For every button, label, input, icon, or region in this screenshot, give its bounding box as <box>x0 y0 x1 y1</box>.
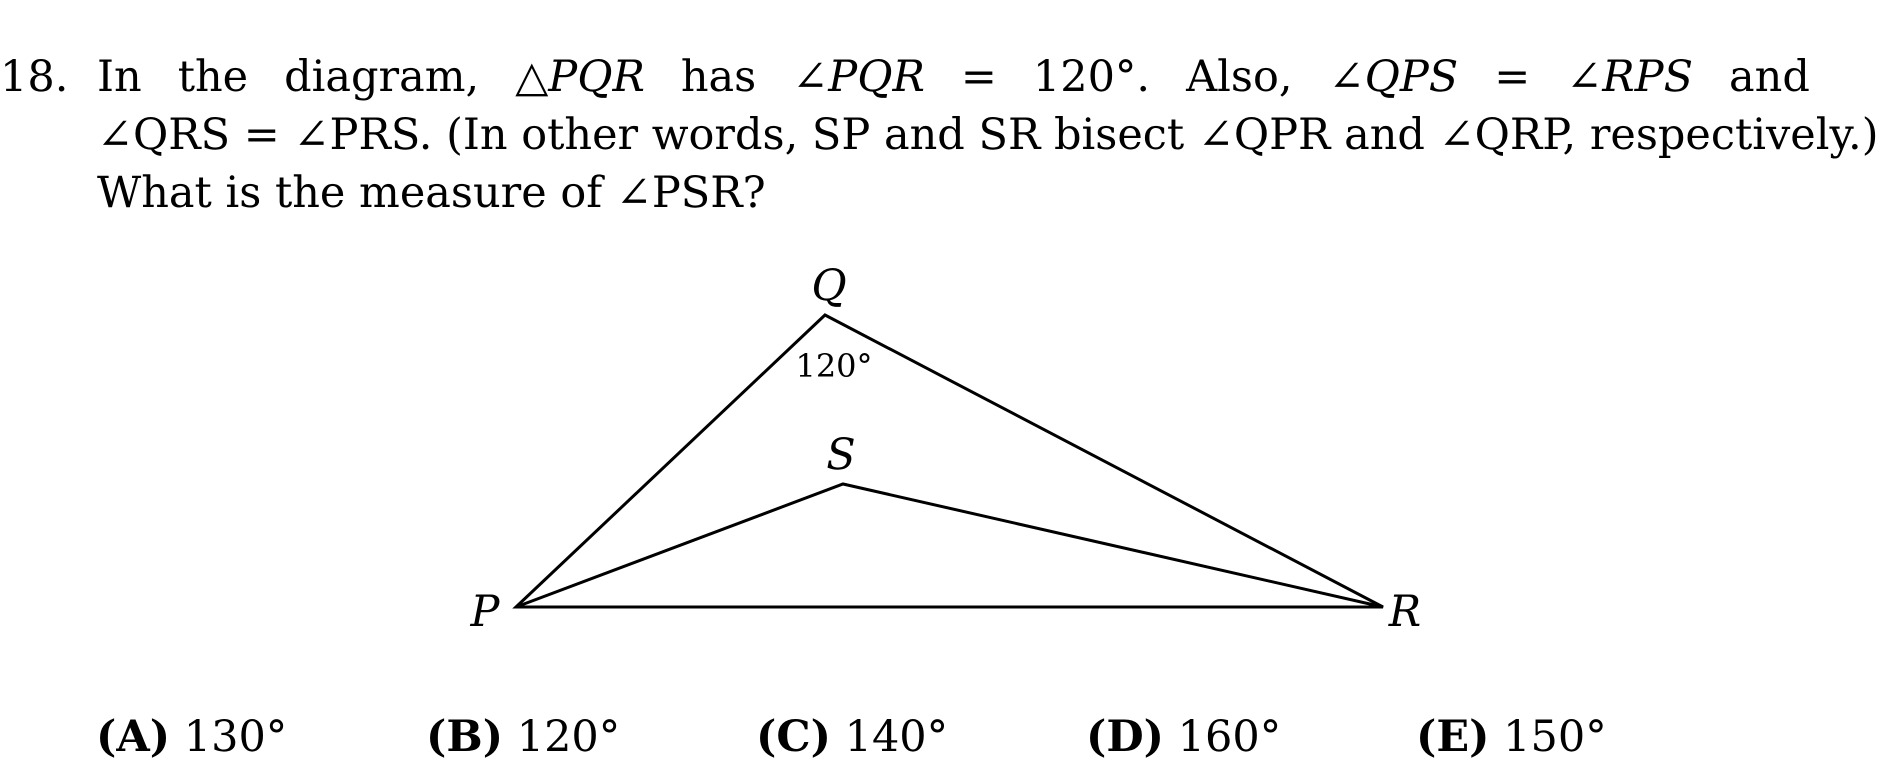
word: In <box>97 52 142 102</box>
word: diagram, <box>284 52 480 102</box>
choice-value: 160° <box>1177 712 1282 762</box>
word: and <box>1729 52 1810 102</box>
word: = <box>1494 52 1531 102</box>
word: ∠RPS <box>1566 52 1694 102</box>
choice-d[interactable]: (D) 160° <box>1086 712 1281 762</box>
choice-value: 130° <box>183 712 288 762</box>
choice-letter: (E) <box>1416 712 1490 762</box>
question: 18. In the diagram, △PQR has ∠PQR = 120°… <box>0 48 1879 222</box>
vertex-label-s: S <box>826 430 855 480</box>
word: 120°. <box>1032 52 1151 102</box>
choice-c[interactable]: (C) 140° <box>756 712 948 762</box>
choice-a[interactable]: (A) 130° <box>96 712 287 762</box>
vertex-label-q: Q <box>811 261 846 311</box>
word: △PQR <box>515 52 645 102</box>
bisector-lines-ps-sr <box>515 482 1384 609</box>
vertex-label-p: P <box>470 587 501 637</box>
question-number: 18. <box>0 52 69 102</box>
question-line-1: In the diagram, △PQR has ∠PQR = 120°. Al… <box>97 48 1810 106</box>
word: ∠QPS <box>1328 52 1459 102</box>
choice-letter: (B) <box>426 712 504 762</box>
answer-choices: (A) 130° (B) 120° (C) 140° (D) 160° (E) … <box>0 712 1904 770</box>
word: ∠PQR <box>792 52 925 102</box>
word: has <box>680 52 757 102</box>
question-line-3: What is the measure of ∠PSR? <box>97 168 766 218</box>
choice-letter: (C) <box>756 712 831 762</box>
choice-e[interactable]: (E) 150° <box>1416 712 1607 762</box>
word: Also, <box>1186 52 1293 102</box>
choice-value: 120° <box>516 712 621 762</box>
word: = <box>960 52 997 102</box>
triangle-diagram: Q S P R 120° <box>470 261 1422 637</box>
triangle-pqr <box>512 313 1384 609</box>
choice-value: 150° <box>1503 712 1607 762</box>
choice-letter: (A) <box>96 712 171 762</box>
question-text: In the diagram, △PQR has ∠PQR = 120°. Al… <box>97 48 1879 222</box>
choice-b[interactable]: (B) 120° <box>426 712 620 762</box>
vertex-label-r: R <box>1388 587 1421 637</box>
choice-letter: (D) <box>1086 712 1164 762</box>
choice-value: 140° <box>844 712 949 762</box>
angle-label-q: 120° <box>795 347 872 385</box>
question-line-2: ∠QRS = ∠PRS. (In other words, SP and SR … <box>97 110 1879 160</box>
word: the <box>177 52 249 102</box>
